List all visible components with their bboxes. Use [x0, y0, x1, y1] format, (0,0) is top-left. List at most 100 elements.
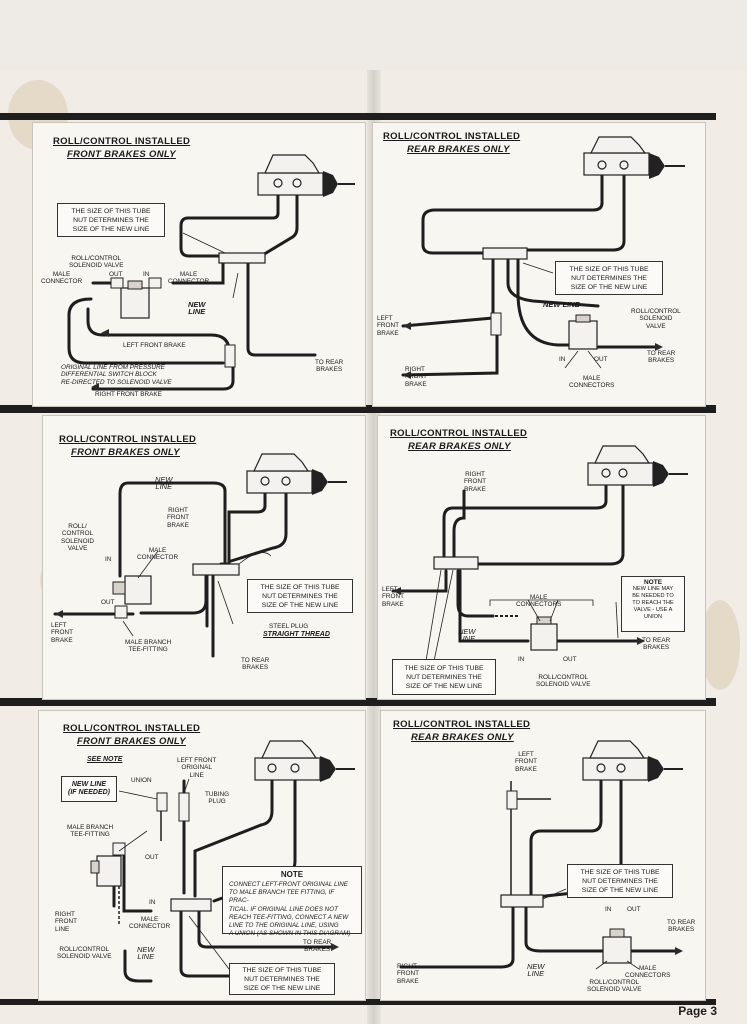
label-in: IN [518, 656, 525, 663]
panel-title: ROLL/CONTROL INSTALLED [390, 428, 528, 439]
label-male-connectors: MALE CONNECTORS [625, 965, 671, 980]
label-in: IN [143, 271, 150, 278]
pressure-block [482, 247, 528, 260]
label-solenoid: ROLL/CONTROL SOLENOID VALVE [631, 308, 681, 330]
label-to-rear-brakes: TO REAR BRAKES [647, 350, 676, 365]
label-out: OUT [563, 656, 577, 663]
label-solenoid: ROLL/ CONTROL SOLENOID VALVE [61, 523, 95, 553]
solenoid-valve [530, 616, 558, 651]
divider-rule [0, 113, 716, 120]
label-male-connector: MALE CONNECTOR [129, 916, 171, 931]
diagram-4-lines [391, 445, 688, 662]
label-male-connector: MALE CONNECTOR [168, 271, 210, 286]
label-new-line: NEW LINE [458, 627, 476, 644]
solenoid-valve [110, 277, 162, 319]
panel-subtitle: FRONT BRAKES ONLY [77, 736, 186, 747]
label-in: IN [105, 556, 112, 563]
note-box: NOTE CONNECT LEFT-FRONT ORIGINAL LINE TO… [222, 866, 362, 937]
label-to-rear-brakes: TO REAR BRAKES [642, 637, 671, 652]
label-right-front-brake: RIGHT FRONT BRAKE [95, 391, 162, 398]
label-new-line: NEW LINE [543, 300, 580, 309]
label-to-rear-brakes: TO REAR BRAKES [315, 359, 344, 374]
solenoid-valve [568, 314, 598, 350]
label-solenoid: ROLL/CONTROL SOLENOID VALVE [587, 979, 642, 994]
label-male-connector: MALE CONNECTOR [41, 271, 83, 286]
panel-subtitle: REAR BRAKES ONLY [408, 441, 511, 452]
tubing-plug [178, 792, 190, 822]
diagram-panel-4: ROLL/CONTROL INSTALLED REAR BRAKES ONLY … [377, 415, 706, 700]
diagram-6-lines [399, 740, 683, 970]
master-cylinder [254, 740, 355, 782]
label-out: OUT [101, 599, 115, 606]
label-solenoid: ROLL/CONTROL SOLENOID VALVE [536, 674, 591, 689]
pressure-block [170, 898, 212, 912]
master-cylinder [246, 453, 347, 495]
label-right-front-brake: RIGHT FRONT BRAKE [464, 471, 487, 493]
page-number: Page 3 [678, 1004, 717, 1018]
label-out: OUT [594, 356, 608, 363]
diagram-1-lines [67, 154, 355, 391]
master-cylinder [587, 445, 688, 487]
label-right-front-brake: RIGHT FRONT BRAKE [397, 963, 420, 985]
label-male-connectors: MALE CONNECTORS [569, 375, 615, 390]
note-body: NEW LINE MAY BE NEEDED TO TO REACH THE V… [632, 586, 674, 620]
pressure-block [192, 563, 240, 576]
pressure-block [433, 556, 479, 570]
panel-subtitle: FRONT BRAKES ONLY [67, 149, 176, 160]
panel-title: ROLL/CONTROL INSTALLED [53, 136, 191, 147]
master-cylinder [257, 154, 355, 197]
diagram-3-lines [53, 453, 347, 658]
panel-title: ROLL/CONTROL INSTALLED [393, 719, 531, 730]
note-box: NOTE NEW LINE MAY BE NEEDED TO TO REACH … [621, 576, 685, 632]
tube-size-callout: THE SIZE OF THIS TUBE NUT DETERMINES THE… [567, 864, 673, 898]
label-left-front-brake: LEFT FRONT BRAKE [123, 342, 186, 349]
panel-subtitle: REAR BRAKES ONLY [411, 732, 514, 743]
tube-size-callout: THE SIZE OF THIS TUBE NUT DETERMINES THE… [229, 963, 335, 995]
divider-rule [0, 698, 716, 706]
solenoid-valve [602, 928, 632, 964]
label-right-front-brake: RIGHT FRONT BRAKE [167, 507, 190, 529]
panel-subtitle: FRONT BRAKES ONLY [71, 447, 180, 458]
diagram-2-lines [401, 136, 685, 379]
divider-rule [0, 405, 716, 413]
label-male-connectors: MALE CONNECTORS [516, 594, 562, 609]
tube-size-callout: THE SIZE OF THIS TUBE NUT DETERMINES THE… [57, 203, 165, 237]
label-new-line: NEW LINE [527, 962, 545, 979]
note-title: NOTE [643, 579, 663, 586]
label-tee-fitting: MALE BRANCH TEE-FITTING [67, 824, 114, 839]
diagram-panel-2: ROLL/CONTROL INSTALLED REAR BRAKES ONLY … [372, 122, 706, 407]
label-new-line: NEW LINE [155, 475, 173, 492]
solenoid-valve [112, 575, 152, 619]
label-see-note: SEE NOTE [87, 756, 123, 763]
solenoid-valve [90, 842, 126, 887]
tee-fitting [224, 344, 236, 368]
panel-title: ROLL/CONTROL INSTALLED [63, 723, 201, 734]
stain [700, 600, 740, 690]
label-left-front-brake: LEFT FRONT BRAKE [377, 315, 400, 337]
label-solenoid: ROLL/CONTROL SOLENOID VALVE [57, 946, 112, 961]
note-title: NOTE [280, 870, 304, 879]
label-right-front-brake: RIGHT FRONT BRAKE [405, 366, 428, 388]
label-in: IN [605, 906, 612, 913]
label-in: IN [559, 356, 566, 363]
label-to-rear-brakes: TO REAR BRAKES [241, 657, 270, 672]
panel-title: ROLL/CONTROL INSTALLED [383, 131, 521, 142]
tee-fitting [506, 790, 518, 810]
label-out: OUT [145, 854, 159, 861]
tube-size-callout: THE SIZE OF THIS TUBE NUT DETERMINES THE… [392, 659, 496, 695]
panel-subtitle: REAR BRAKES ONLY [407, 144, 510, 155]
label-out: OUT [109, 271, 123, 278]
diagram-panel-5: ROLL/CONTROL INSTALLED FRONT BRAKES ONLY… [38, 710, 366, 1001]
master-cylinder [583, 136, 685, 179]
diagram-panel-1: ROLL/CONTROL INSTALLED FRONT BRAKES ONLY… [32, 122, 366, 407]
diagram-panel-6: ROLL/CONTROL INSTALLED REAR BRAKES ONLY … [380, 710, 706, 1001]
tube-size-callout: THE SIZE OF THIS TUBE NUT DETERMINES THE… [555, 261, 663, 295]
tube-size-callout: THE SIZE OF THIS TUBE NUT DETERMINES THE… [247, 579, 353, 613]
label-union: UNION [131, 777, 152, 784]
label-steel-plug: STEEL PLUG [269, 623, 309, 630]
label-solenoid: ROLL/CONTROL SOLENOID VALVE [69, 255, 124, 270]
label-left-front-brake: LEFT FRONT BRAKE [51, 622, 74, 644]
label-out: OUT [627, 906, 641, 913]
label-to-rear-brakes: TO REAR BRAKES [303, 939, 332, 954]
label-original-line: ORIGINAL LINE FROM PRESSURE DIFFERENTIAL… [61, 364, 172, 386]
